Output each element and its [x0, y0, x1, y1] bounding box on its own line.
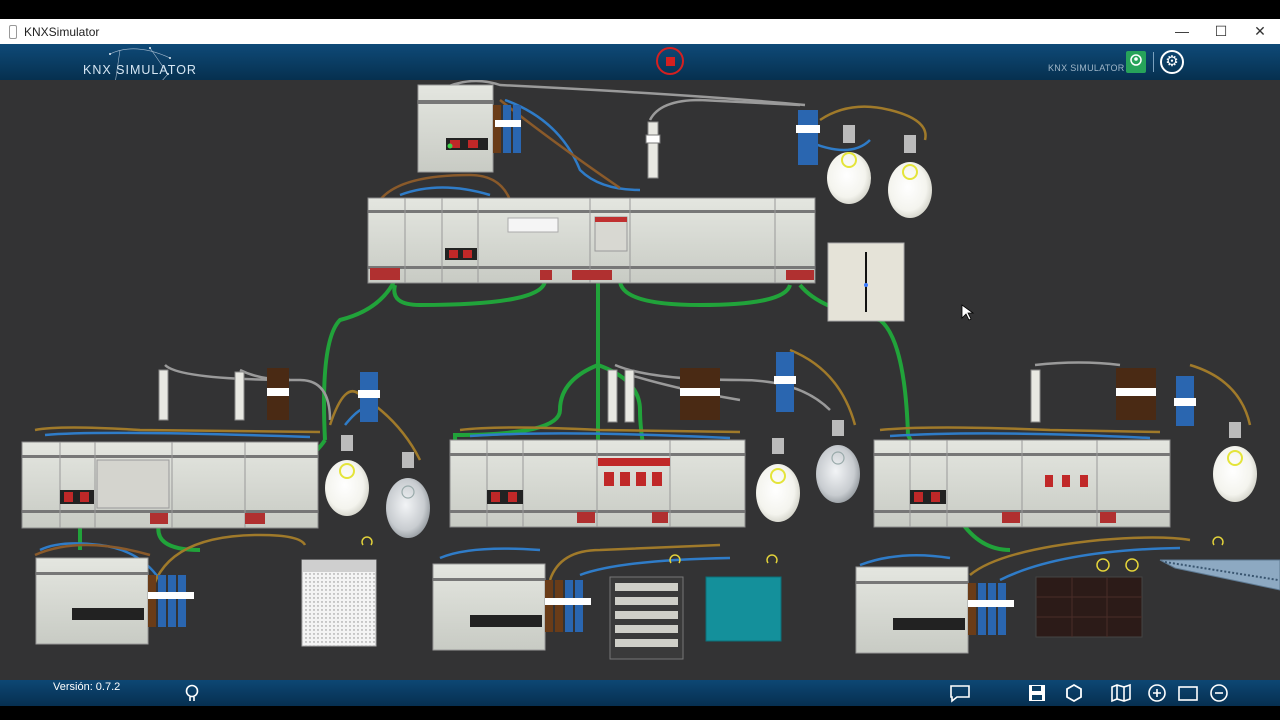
version-label: Versión: 0.7.2: [53, 681, 121, 693]
water-tank[interactable]: [705, 576, 782, 642]
main-knx-panel[interactable]: [367, 197, 816, 284]
zoom-in-icon[interactable]: [1146, 683, 1168, 703]
lamp-top-left[interactable]: [827, 125, 871, 204]
map-icon[interactable]: [1110, 683, 1132, 703]
lamp-middle-off[interactable]: [816, 420, 860, 503]
lamp-right-on[interactable]: [1213, 422, 1257, 502]
maximize-button[interactable]: ☐: [1214, 23, 1228, 39]
blind-panel[interactable]: [301, 559, 377, 647]
screen-frame-bottom: [0, 706, 1280, 720]
mouse-cursor: [961, 304, 975, 321]
chat-icon[interactable]: [949, 683, 971, 703]
lamp-left-on[interactable]: [325, 435, 369, 516]
lamp-left-off[interactable]: [386, 452, 430, 538]
knx-panel-left[interactable]: [21, 441, 319, 529]
fuses-right[interactable]: [1030, 368, 1196, 426]
frame-icon[interactable]: [1177, 683, 1199, 703]
logo-text: KNX SIMULATOR: [83, 63, 197, 77]
simulation-canvas[interactable]: [0, 80, 1280, 680]
supply-box-top[interactable]: [417, 84, 521, 173]
lightbulb-icon[interactable]: [181, 683, 203, 703]
brand-label: KNX SIMULATOR: [1048, 63, 1125, 73]
fuses-left[interactable]: [158, 368, 380, 422]
power-wires: [34, 80, 1252, 601]
fuses-middle[interactable]: [607, 352, 796, 423]
hexagon-icon[interactable]: [1063, 683, 1085, 703]
save-icon[interactable]: [1026, 683, 1048, 703]
knx-panel-right[interactable]: [873, 439, 1171, 528]
window-shutter[interactable]: [609, 576, 684, 660]
zoom-out-icon[interactable]: [1208, 683, 1230, 703]
distribution-box-middle[interactable]: [432, 563, 591, 651]
minimize-button[interactable]: —: [1175, 23, 1189, 39]
window-title: KNXSimulator: [24, 25, 100, 39]
lamp-middle-on[interactable]: [756, 438, 800, 522]
settings-gear-button[interactable]: ⚙: [1160, 50, 1184, 74]
stop-simulation-button[interactable]: [656, 47, 684, 75]
terminal-block-top[interactable]: [796, 110, 820, 165]
fuse-top[interactable]: [645, 121, 661, 179]
screen-frame-top: [0, 0, 1280, 19]
distribution-box-left[interactable]: [35, 557, 194, 645]
header-separator: [1153, 52, 1154, 72]
gear-icon: ⚙: [1165, 53, 1179, 70]
app-icon: [9, 25, 17, 39]
radiator[interactable]: [1159, 559, 1280, 591]
wall-switch[interactable]: [827, 242, 905, 322]
heating-panel[interactable]: [1035, 576, 1143, 638]
user-account-button[interactable]: [1126, 51, 1146, 73]
stop-icon: [666, 57, 675, 66]
distribution-box-right[interactable]: [855, 566, 1014, 654]
lamp-top-right[interactable]: [888, 135, 932, 218]
wiring-diagram: [21, 80, 1280, 660]
close-button[interactable]: ✕: [1254, 23, 1266, 39]
sensor-indicators: [361, 536, 1224, 572]
window-titlebar: KNXSimulator — ☐ ✕: [0, 19, 1280, 44]
knx-panel-middle[interactable]: [449, 439, 746, 528]
user-icon: [1130, 54, 1142, 66]
